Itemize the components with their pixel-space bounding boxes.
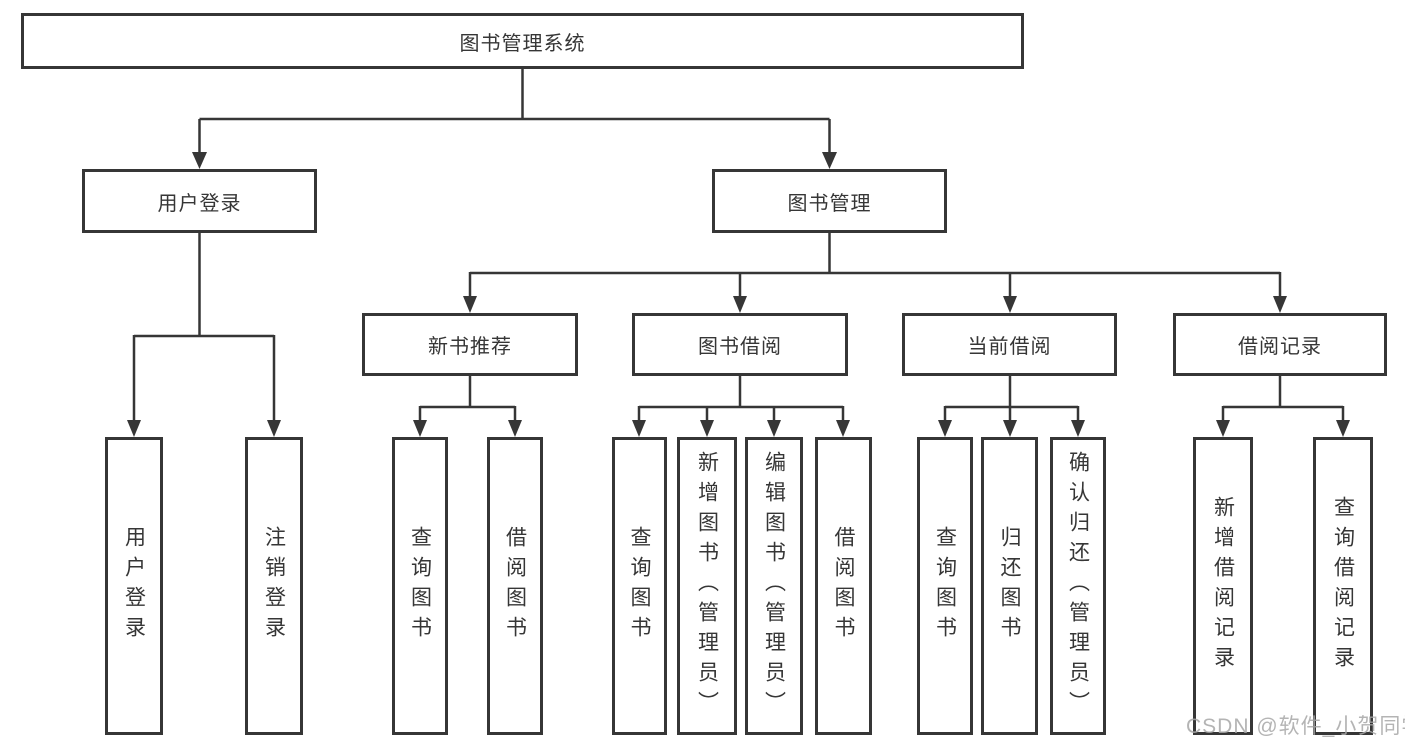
arrowhead-icon: [822, 152, 837, 169]
arrowhead-icon: [733, 296, 747, 313]
leaf-label: 查询图书: [628, 526, 651, 646]
arrowhead-icon: [767, 420, 781, 437]
arrowheads-level3: [463, 296, 1287, 313]
arrowhead-icon: [463, 296, 477, 313]
arrowhead-icon: [938, 420, 952, 437]
leaf-query-books-recommend: 查询图书: [392, 437, 448, 735]
connector-book-mgmt-to-level3: [468, 233, 1282, 297]
leaf-edit-book-admin: 编辑图书（管理员）: [745, 437, 803, 735]
node-user-login-branch: 用户登录: [82, 169, 317, 233]
connector-new-book-rec-to-leaves: [418, 376, 517, 422]
leaf-label: 新增图书（管理员）: [695, 451, 719, 721]
csdn-watermark: CSDN @软件_小贺同学: [1186, 715, 1405, 738]
arrowhead-icon: [192, 152, 207, 169]
connector-current-borrow-to-leaves: [943, 376, 1080, 422]
leaf-user-login: 用户登录: [105, 437, 163, 735]
leaf-logout: 注销登录: [245, 437, 303, 735]
node-current-borrowing: 当前借阅: [902, 313, 1117, 376]
leaf-label: 注销登录: [262, 526, 286, 646]
arrowhead-icon: [1216, 420, 1230, 437]
leaf-query-borrow-record: 查询借阅记录: [1313, 437, 1373, 735]
arrowhead-icon: [1071, 420, 1085, 437]
arrowheads-level2: [192, 152, 837, 169]
arrowhead-icon: [413, 420, 427, 437]
leaf-return-book: 归还图书: [981, 437, 1038, 735]
node-book-borrowing: 图书借阅: [632, 313, 848, 376]
node-borrowing-records: 借阅记录: [1173, 313, 1387, 376]
arrowhead-icon: [127, 420, 141, 437]
leaf-label: 归还图书: [998, 526, 1021, 646]
leaf-label: 查询图书: [933, 526, 957, 646]
leaf-add-book-admin: 新增图书（管理员）: [677, 437, 737, 735]
connector-user-login-to-leaves: [132, 233, 276, 421]
leaf-borrow-books-recommend: 借阅图书: [487, 437, 543, 735]
node-new-book-recommend: 新书推荐: [362, 313, 578, 376]
node-book-management-branch: 图书管理: [712, 169, 947, 233]
leaf-borrow-books-borrowing: 借阅图书: [815, 437, 872, 735]
arrowhead-icon: [1273, 296, 1287, 313]
arrowhead-icon: [632, 420, 646, 437]
leaf-label: 用户登录: [122, 526, 146, 646]
arrowheads-user-login: [127, 420, 281, 437]
arrowhead-icon: [508, 420, 522, 437]
leaf-confirm-return-admin: 确认归还（管理员）: [1050, 437, 1106, 735]
leaf-label: 编辑图书（管理员）: [762, 451, 786, 721]
arrowhead-icon: [1003, 420, 1017, 437]
leaf-label: 查询图书: [408, 526, 432, 646]
leaf-label: 借阅图书: [503, 526, 527, 646]
leaf-add-borrow-record: 新增借阅记录: [1193, 437, 1253, 735]
arrowhead-icon: [1003, 296, 1017, 313]
arrowhead-icon: [700, 420, 714, 437]
arrowhead-icon: [267, 420, 281, 437]
leaf-label: 新增借阅记录: [1211, 496, 1235, 676]
arrowheads-borrow-record: [1216, 420, 1350, 437]
arrowheads-new-book-rec: [413, 420, 522, 437]
connector-borrow-record-to-leaves: [1221, 376, 1345, 422]
arrowheads-book-borrow: [632, 420, 850, 437]
arrowhead-icon: [836, 420, 850, 437]
leaf-query-books-current: 查询图书: [917, 437, 973, 735]
arrowhead-icon: [1336, 420, 1350, 437]
leaf-label: 确认归还（管理员）: [1066, 451, 1090, 721]
arrowheads-current-borrow: [938, 420, 1085, 437]
leaf-query-books-borrowing: 查询图书: [612, 437, 667, 735]
connector-root-to-level2: [198, 69, 831, 153]
leaf-label: 查询借阅记录: [1331, 496, 1355, 676]
node-library-management-system: 图书管理系统: [21, 13, 1024, 69]
leaf-label: 借阅图书: [832, 526, 855, 646]
connector-book-borrow-to-leaves: [637, 376, 845, 422]
